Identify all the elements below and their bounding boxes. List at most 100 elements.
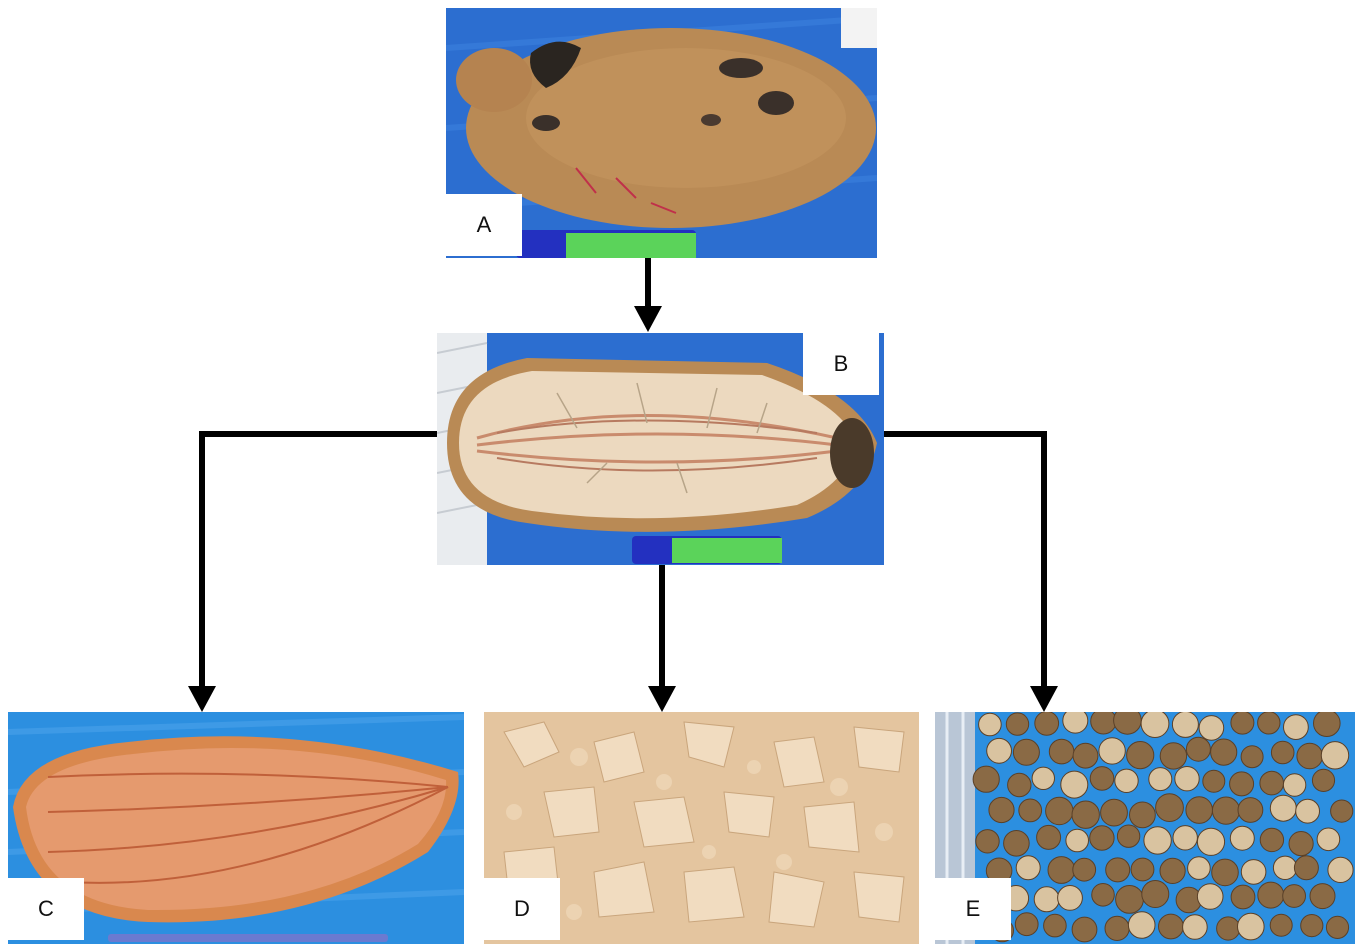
seed: [1212, 859, 1239, 886]
seed: [1048, 857, 1075, 884]
seed: [1211, 739, 1237, 765]
seed: [1092, 884, 1115, 907]
seed: [1008, 773, 1031, 796]
seed: [1072, 801, 1099, 828]
seed: [1016, 856, 1040, 880]
seed: [1006, 713, 1028, 735]
seed: [1188, 857, 1211, 880]
seed: [1283, 885, 1306, 908]
seed: [1049, 739, 1074, 764]
seed: [973, 766, 999, 792]
seed: [1117, 825, 1139, 847]
seed: [1310, 884, 1335, 909]
seed: [1217, 917, 1240, 940]
seed: [1258, 882, 1284, 908]
seed: [1034, 887, 1059, 912]
seed: [1141, 712, 1169, 738]
panel-a-whole-fruit: A: [446, 8, 877, 258]
seed: [1142, 881, 1169, 908]
seed: [1197, 828, 1224, 855]
seed: [1127, 742, 1154, 769]
seed: [1172, 712, 1198, 737]
seed: [1160, 858, 1185, 883]
label-d-text: D: [514, 896, 530, 922]
seed: [1238, 798, 1263, 823]
seed: [1270, 914, 1292, 936]
seed: [1105, 916, 1129, 940]
seed: [987, 738, 1012, 763]
panel-d-pulp: D: [484, 712, 919, 944]
seed: [1090, 767, 1114, 791]
seed: [1035, 712, 1059, 735]
seed: [1144, 827, 1171, 854]
panel-e-seeds: E: [935, 712, 1355, 944]
seed: [1115, 769, 1138, 792]
seed: [1283, 774, 1305, 796]
label-d: D: [484, 878, 560, 940]
seed: [1175, 767, 1199, 791]
seed: [1258, 712, 1280, 734]
seed: [1284, 715, 1309, 740]
seed: [1156, 794, 1184, 822]
seed: [1328, 857, 1353, 882]
panel-c-shell: C: [8, 712, 464, 944]
panel-b-cut-fruit: B: [437, 333, 884, 565]
seed: [1270, 795, 1296, 821]
seed: [1090, 826, 1114, 850]
seed: [1114, 712, 1142, 734]
seed: [1203, 770, 1225, 792]
seed: [1128, 912, 1155, 939]
seed: [1260, 828, 1283, 851]
seed: [1231, 885, 1255, 909]
seed: [1271, 741, 1294, 764]
seed: [1072, 917, 1097, 942]
seed: [1241, 746, 1263, 768]
label-c: C: [8, 878, 84, 940]
seed: [989, 797, 1014, 822]
seed: [1149, 768, 1172, 791]
seed: [1160, 743, 1186, 769]
seed: [1186, 797, 1213, 824]
seed: [979, 713, 1002, 736]
seed: [1130, 802, 1156, 828]
seed: [1238, 913, 1265, 940]
label-b-text: B: [834, 351, 849, 377]
seed: [1186, 737, 1210, 761]
seed: [1231, 712, 1254, 734]
seed: [1091, 712, 1116, 734]
label-e: E: [935, 878, 1011, 940]
seed: [1173, 826, 1197, 850]
seed: [1199, 716, 1224, 741]
seed: [1289, 832, 1313, 856]
arrow-b-to-e: [884, 434, 1058, 712]
seed: [1197, 884, 1223, 910]
seed: [1131, 858, 1154, 881]
label-a: A: [446, 194, 522, 256]
seed: [1230, 772, 1254, 796]
seed: [1037, 825, 1061, 849]
seed: [1106, 858, 1130, 882]
seed: [1004, 831, 1030, 857]
seed: [1241, 860, 1266, 885]
seed: [1273, 856, 1296, 879]
seed: [1294, 856, 1318, 880]
arrow-b-to-c: [188, 434, 437, 712]
seed: [1317, 828, 1340, 851]
seed: [1159, 914, 1184, 939]
seed: [1321, 742, 1348, 769]
seed: [1032, 767, 1054, 789]
seed: [1019, 799, 1042, 822]
label-b: B: [803, 333, 879, 395]
seed: [1101, 799, 1128, 826]
seed: [1061, 771, 1088, 798]
seed: [1183, 915, 1208, 940]
seed: [1073, 858, 1096, 881]
seed: [1331, 800, 1353, 822]
seed: [1063, 712, 1088, 733]
seed: [1260, 771, 1284, 795]
seed: [1326, 916, 1348, 938]
seed: [1073, 743, 1098, 768]
seed: [1066, 829, 1089, 852]
seed: [1116, 886, 1144, 914]
seed: [1044, 914, 1067, 937]
